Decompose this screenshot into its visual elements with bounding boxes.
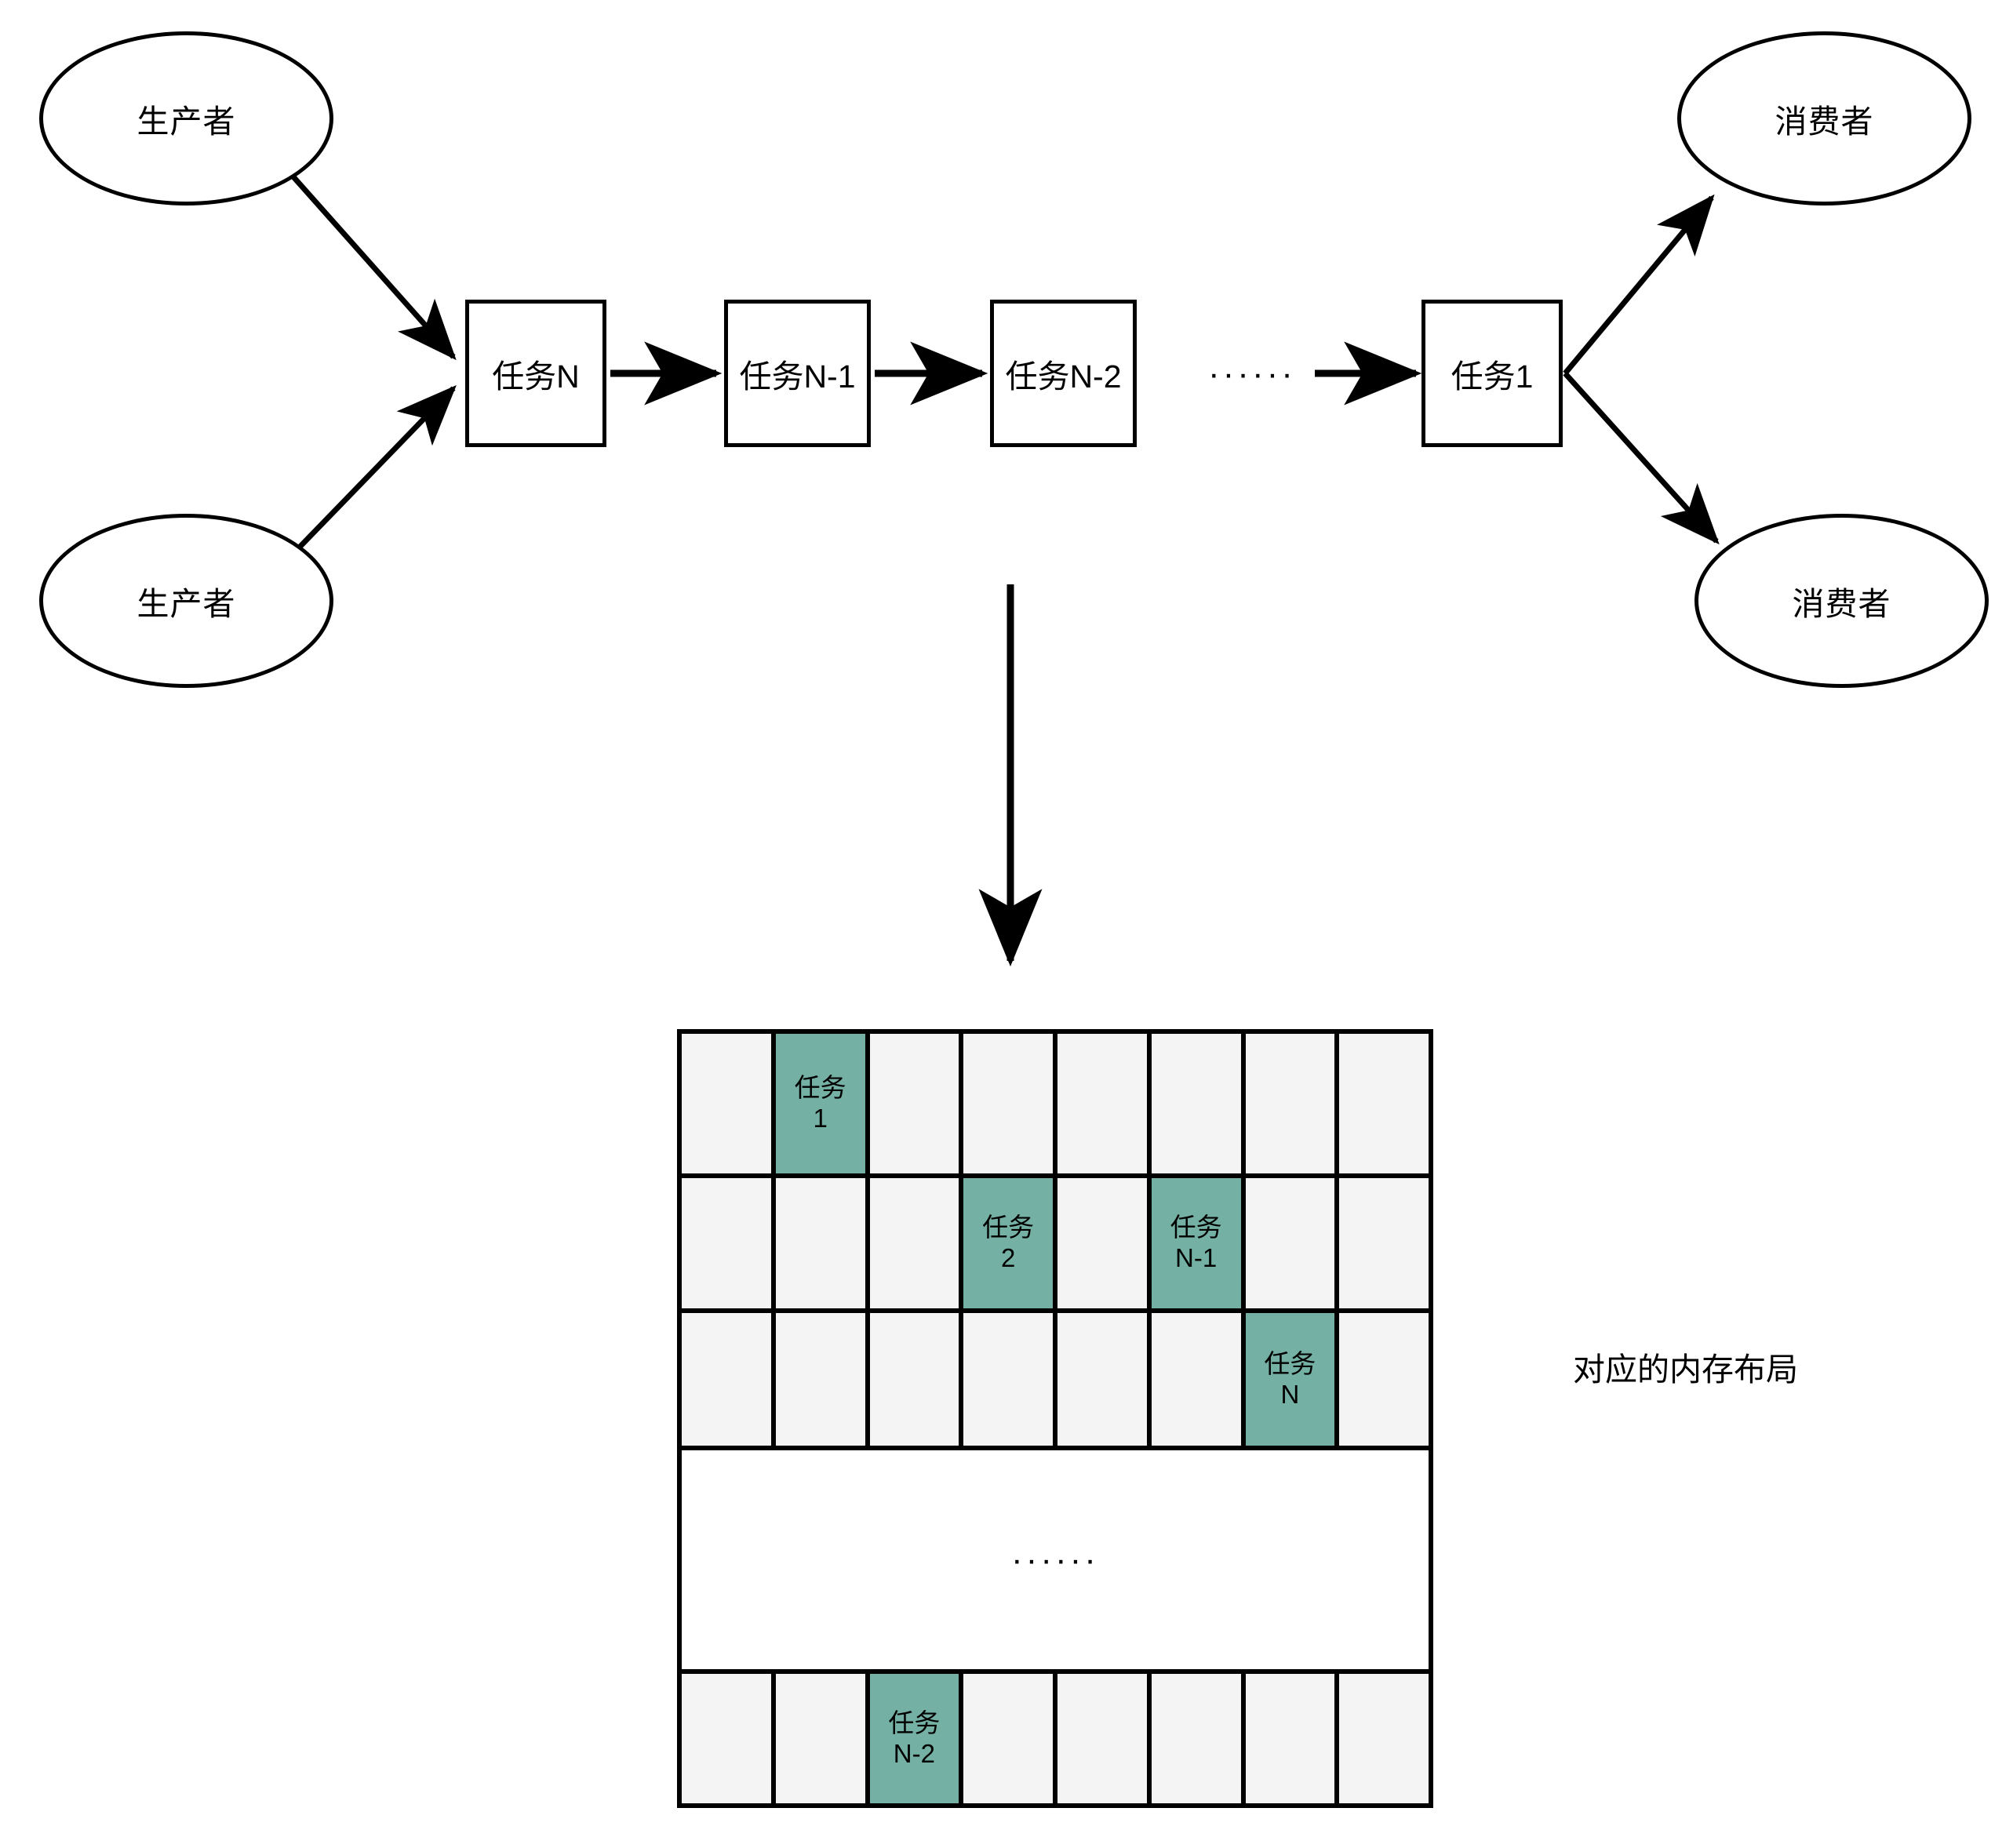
memory-cell[interactable] — [775, 1674, 870, 1803]
chain-ellipsis-text: ······ — [1208, 355, 1296, 393]
memory-cell[interactable] — [1245, 1034, 1340, 1173]
task-box-1[interactable]: 任务1 — [1421, 300, 1563, 447]
memory-cell-line1: 任务 — [982, 1213, 1035, 1242]
memory-grid-ellipsis-text: ······ — [1011, 1540, 1099, 1579]
consumer-node-2-label: 消费者 — [1792, 586, 1891, 622]
memory-cell[interactable] — [1339, 1674, 1429, 1803]
task-box-n-label: 任务N — [492, 358, 580, 395]
memory-cell[interactable] — [963, 1674, 1057, 1803]
memory-cell-task-1[interactable]: 任务 1 — [775, 1034, 870, 1173]
memory-cell-line2: N-2 — [893, 1738, 935, 1768]
task-box-n-2-label: 任务N-2 — [1005, 358, 1122, 395]
memory-cell[interactable] — [1245, 1674, 1340, 1803]
memory-cell[interactable] — [1245, 1178, 1340, 1308]
memory-cell[interactable] — [1339, 1313, 1429, 1446]
memory-grid-row: 任务 N — [682, 1313, 1429, 1450]
memory-cell[interactable] — [1339, 1034, 1429, 1173]
memory-cell-line1: 任务 — [1264, 1348, 1316, 1378]
memory-cell-task-n-2[interactable]: 任务 N-2 — [869, 1674, 964, 1803]
memory-cell[interactable] — [775, 1313, 870, 1446]
memory-cell-line1: 任务 — [1170, 1213, 1222, 1242]
task-box-n-2[interactable]: 任务N-2 — [990, 300, 1137, 447]
memory-cell-line2: 1 — [813, 1104, 828, 1133]
memory-cell-task-n-1[interactable]: 任务 N-1 — [1151, 1178, 1246, 1308]
memory-cell-line1: 任务 — [794, 1073, 846, 1103]
memory-cell[interactable] — [1057, 1313, 1152, 1446]
task-box-n[interactable]: 任务N — [465, 300, 606, 447]
memory-cell-line1: 任务 — [888, 1708, 941, 1737]
memory-cell[interactable] — [775, 1178, 870, 1308]
memory-layout-caption: 对应的内存布局 — [1573, 1351, 1798, 1388]
memory-cell[interactable] — [869, 1034, 964, 1173]
memory-cell[interactable] — [1057, 1674, 1152, 1803]
producer-node-2-label: 生产者 — [137, 586, 236, 622]
memory-cell-line2: N — [1280, 1379, 1300, 1409]
memory-cell[interactable] — [682, 1178, 776, 1308]
task-box-n-1-label: 任务N-1 — [739, 358, 856, 395]
memory-cell[interactable] — [682, 1313, 776, 1446]
consumer-node-1[interactable]: 消费者 — [1677, 31, 1971, 206]
producer-node-2[interactable]: 生产者 — [39, 514, 333, 688]
memory-cell-line2: 2 — [1000, 1243, 1016, 1272]
memory-cell[interactable] — [1057, 1178, 1152, 1308]
memory-cell[interactable] — [963, 1313, 1057, 1446]
memory-cell[interactable] — [1339, 1178, 1429, 1308]
memory-cell-task-n[interactable]: 任务 N — [1245, 1313, 1340, 1446]
memory-cell[interactable] — [869, 1313, 964, 1446]
memory-cell-line2: N-1 — [1175, 1243, 1218, 1272]
memory-cell[interactable] — [682, 1674, 776, 1803]
memory-grid-row: 任务 N-2 — [682, 1674, 1429, 1803]
memory-grid-row: 任务 2 任务 N-1 — [682, 1178, 1429, 1313]
memory-cell[interactable] — [1151, 1674, 1246, 1803]
memory-grid-ellipsis-row: ······ — [682, 1450, 1429, 1674]
memory-cell[interactable] — [1151, 1313, 1246, 1446]
task-box-n-1[interactable]: 任务N-1 — [724, 300, 871, 447]
memory-cell[interactable] — [869, 1178, 964, 1308]
memory-cell-task-2[interactable]: 任务 2 — [963, 1178, 1057, 1308]
memory-cell[interactable] — [682, 1034, 776, 1173]
memory-cell[interactable] — [963, 1034, 1057, 1173]
consumer-node-2[interactable]: 消费者 — [1694, 514, 1989, 688]
memory-grid-row: 任务 1 — [682, 1034, 1429, 1178]
consumer-node-1-label: 消费者 — [1775, 104, 1874, 140]
producer-node-1[interactable]: 生产者 — [39, 31, 333, 206]
memory-grid: 任务 1 — [677, 1029, 1433, 1808]
task-box-1-label: 任务1 — [1451, 358, 1534, 395]
memory-cell[interactable] — [1151, 1034, 1246, 1173]
producer-node-1-label: 生产者 — [137, 104, 236, 140]
memory-cell[interactable] — [1057, 1034, 1152, 1173]
